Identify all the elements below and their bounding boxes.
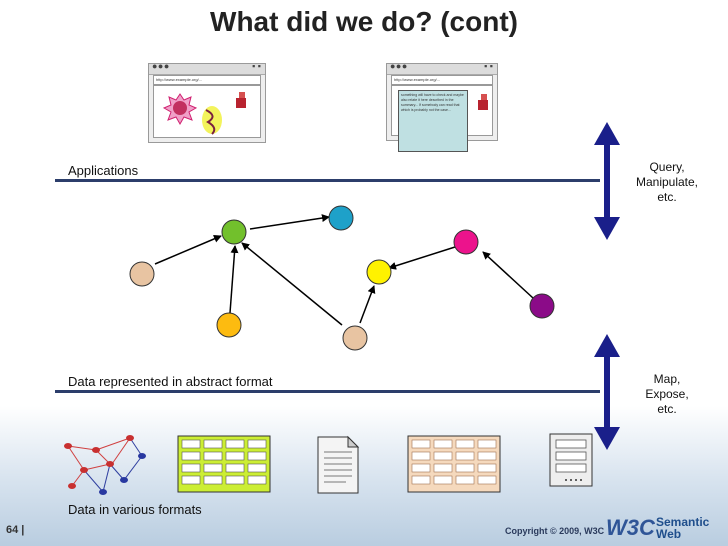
network-graph-icon bbox=[64, 435, 146, 495]
browser-url-field: http://www.example.org/... bbox=[153, 75, 261, 85]
browser-illustration bbox=[162, 92, 246, 135]
abstract-format-label: Data represented in abstract format bbox=[68, 374, 273, 389]
browser-title-bar: ● ● ●▪ ▪ bbox=[149, 61, 265, 75]
map-expose-label: Map, Expose, etc. bbox=[622, 372, 712, 417]
various-formats-label-part2: various formats bbox=[109, 502, 202, 517]
node-tan-left bbox=[129, 261, 155, 287]
edge-green-to-cyan bbox=[249, 214, 330, 230]
browser-content: something will have to check and maybe a… bbox=[391, 85, 493, 152]
semantic-web-logo: Semantic Web bbox=[656, 516, 709, 540]
node-orange bbox=[216, 312, 242, 338]
node-cyan bbox=[328, 205, 354, 231]
abstract-format-label-part1: Data represented bbox=[68, 374, 169, 389]
node-tan-center bbox=[342, 325, 368, 351]
edge-tan-to-green bbox=[154, 235, 222, 265]
graph-edges bbox=[154, 214, 534, 326]
query-manipulate-label: Query, Manipulate, etc. bbox=[622, 160, 712, 205]
database-server-icon bbox=[549, 433, 593, 487]
edge-orange-to-green bbox=[229, 245, 239, 314]
node-green bbox=[221, 219, 247, 245]
browser-window-left: ● ● ●▪ ▪ http://www.example.org/... bbox=[148, 61, 266, 143]
browser-content bbox=[153, 85, 261, 138]
w3c-logo: W3C bbox=[606, 515, 655, 540]
side-label-line: etc. bbox=[657, 190, 677, 204]
double-arrow-top bbox=[594, 122, 620, 240]
applications-label: Applications bbox=[68, 163, 139, 178]
side-label-line: Query, bbox=[649, 160, 685, 174]
slide-number: 64 | bbox=[6, 524, 25, 536]
abstract-format-label-part2: in abstract format bbox=[168, 374, 273, 389]
various-formats-label: Data in various formats bbox=[68, 502, 202, 517]
semantic-web-logo-line2: Web bbox=[656, 527, 682, 541]
browser-url-field: http://www.example.org/... bbox=[391, 75, 493, 85]
side-label-line: Map, bbox=[653, 372, 681, 386]
browser-note-box: something will have to check and maybe a… bbox=[398, 90, 468, 152]
various-formats-label-part1: Data in bbox=[68, 502, 110, 517]
browser-window-right: ● ● ●▪ ▪ http://www.example.org/... some… bbox=[386, 61, 498, 152]
edge-purple-to-magenta bbox=[482, 251, 534, 299]
node-purple bbox=[529, 293, 555, 319]
double-arrow-bottom bbox=[594, 334, 620, 450]
copyright-text: Copyright © 2009, W3C bbox=[505, 526, 605, 536]
side-label-line: Expose, bbox=[645, 387, 689, 401]
browser-illustration bbox=[478, 94, 488, 110]
node-magenta bbox=[453, 229, 479, 255]
browser-title-bar: ● ● ●▪ ▪ bbox=[387, 61, 497, 75]
abstract-format-line bbox=[55, 390, 600, 393]
spreadsheet-green-icon bbox=[177, 435, 271, 493]
edge-tan2-to-yellow bbox=[359, 285, 376, 324]
graph-nodes bbox=[129, 205, 555, 351]
document-icon bbox=[317, 435, 360, 494]
spreadsheet-tan-icon bbox=[407, 435, 501, 493]
side-label-line: etc. bbox=[657, 402, 677, 416]
slide-title: What did we do? (cont) bbox=[210, 6, 518, 37]
edge-tan2-to-green bbox=[241, 242, 343, 326]
side-label-line: Manipulate, bbox=[635, 175, 699, 189]
semantic-web-logo-line1: Semantic bbox=[656, 515, 710, 529]
applications-line bbox=[55, 179, 600, 182]
node-yellow bbox=[366, 259, 392, 285]
edge-magenta-to-yellow bbox=[388, 246, 456, 270]
